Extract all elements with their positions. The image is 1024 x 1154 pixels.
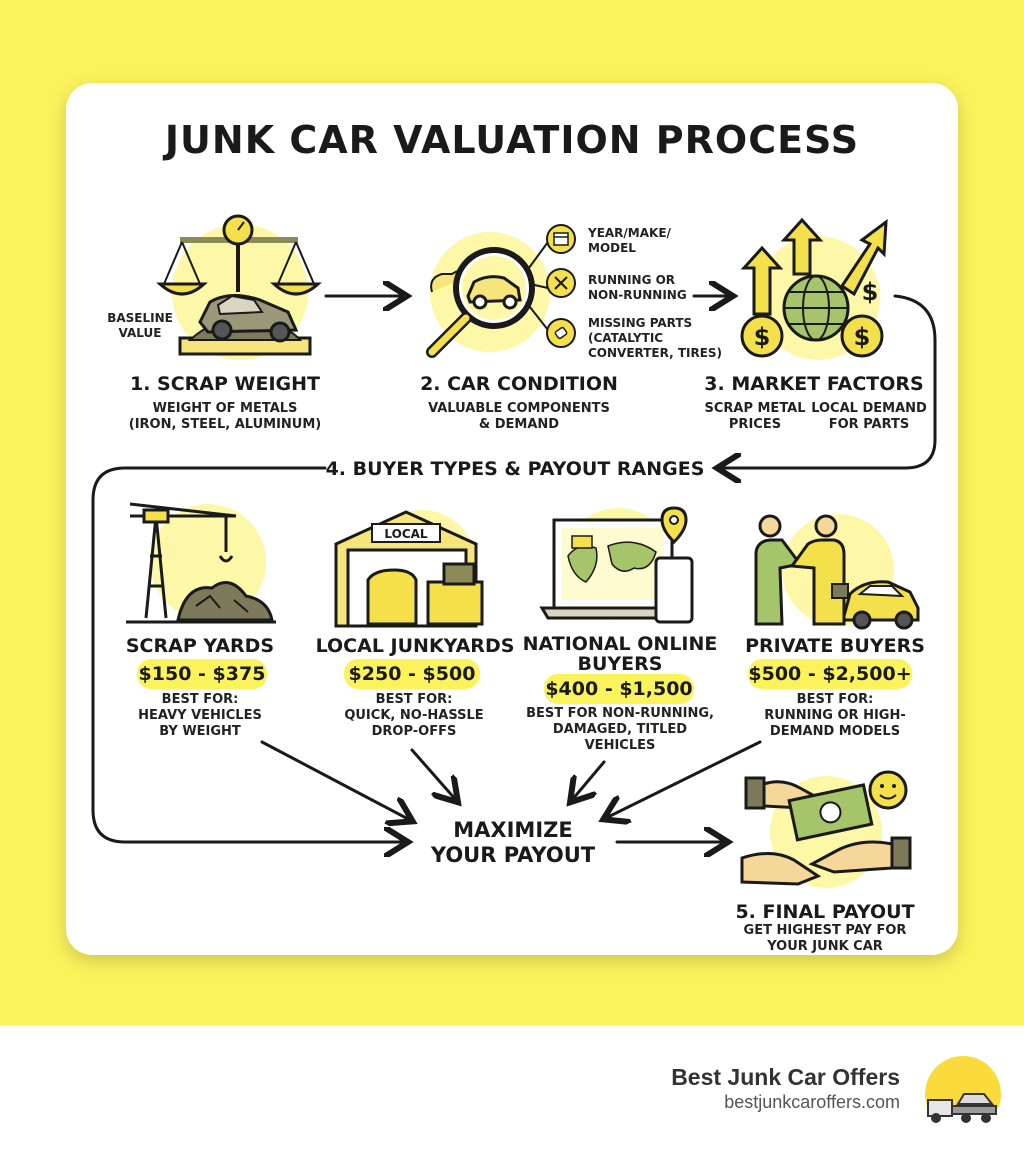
- flow-arrows: [91, 0, 937, 1025]
- step-1-description: WEIGHT OF METALS(IRON, STEEL, ALUMINUM): [128, 401, 322, 432]
- footer-brand: Best Junk Car Offers: [671, 1064, 900, 1090]
- laptop-map-phone-icon: [539, 506, 694, 624]
- step-3-heading: 3. MARKET FACTORS: [704, 373, 924, 395]
- svg-text:$: $: [754, 323, 771, 351]
- arrow-scrap-to-center: [260, 740, 410, 820]
- buyer-private-price: $500 - $2,500+: [748, 659, 912, 689]
- garage-icon: LOCAL: [334, 510, 484, 628]
- buyers-heading: 4. BUYER TYPES & PAYOUT RANGES: [325, 458, 705, 480]
- buyer-local-junkyards-name: LOCAL JUNKYARDS: [315, 635, 515, 657]
- svg-text:$: $: [862, 278, 879, 306]
- arrow-online-to-center: [572, 760, 606, 800]
- footer-url[interactable]: bestjunkcaroffers.com: [724, 1092, 900, 1112]
- step-5-heading: 5. FINAL PAYOUT: [735, 901, 915, 923]
- tow-truck-logo-icon: [920, 1054, 1006, 1130]
- factor-year-make-model: YEAR/MAKE/MODEL: [588, 226, 671, 255]
- arrow-loop-left: [91, 466, 405, 842]
- buyer-private-best-for: BEST FOR:RUNNING OR HIGH-DEMAND MODELS: [764, 692, 906, 739]
- local-sign-text: LOCAL: [384, 527, 428, 541]
- step-2-description: VALUABLE COMPONENTS& DEMAND: [428, 401, 610, 432]
- step-1-heading: 1. SCRAP WEIGHT: [129, 373, 321, 395]
- arrow-local-to-center: [410, 748, 456, 800]
- part-icon: [546, 318, 576, 348]
- svg-text:$: $: [854, 323, 871, 351]
- handshake-car-icon: [754, 514, 920, 630]
- money-hands-icon: [740, 770, 912, 888]
- calendar-icon: [546, 224, 576, 254]
- buyer-local-junkyards-price: $250 - $500: [344, 659, 480, 689]
- buyer-scrap-yards-name: SCRAP YARDS: [125, 635, 275, 657]
- arrow-private-to-center: [606, 740, 762, 818]
- magnifier-car-icon: [426, 232, 550, 358]
- page-title: JUNK CAR VALUATION PROCESS: [164, 118, 860, 162]
- buyer-private-name: PRIVATE BUYERS: [745, 635, 925, 657]
- arrow-3-to-4: [720, 294, 937, 468]
- globe-market-icon: $ $ $: [740, 217, 888, 360]
- wrench-screwdriver-icon: [546, 268, 576, 298]
- scale-car-icon: [156, 214, 322, 360]
- buyer-scrap-yards-price: $150 - $375: [137, 659, 267, 689]
- step-2-heading: 2. CAR CONDITION: [420, 373, 618, 395]
- buyer-national-online-price: $400 - $1,500: [544, 674, 694, 704]
- crane-scrap-icon: [126, 502, 276, 624]
